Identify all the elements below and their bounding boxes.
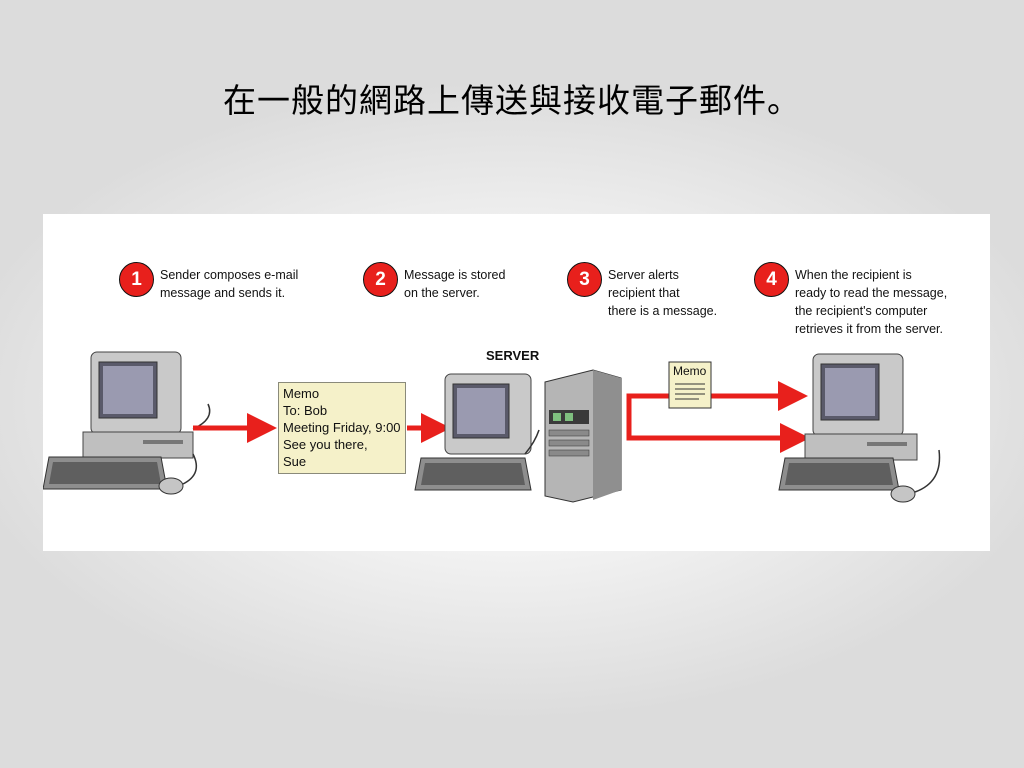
diagram-graphics [43,351,941,503]
memo-line: Memo [283,386,320,401]
email-flow-diagram: 1 Sender composes e-mail message and sen… [43,214,990,551]
server-tower-icon [544,369,622,503]
memo-line: Sue [283,454,307,469]
sender-computer-icon [43,351,211,495]
step-description: Sender composes e-mail message and sends… [160,268,299,300]
memo-line: To: Bob [283,403,328,418]
arrow-server-retrieve [626,423,810,453]
small-memo-label: Memo [673,364,707,378]
slide-title: 在一般的網路上傳送與接收電子郵件。 [223,81,801,120]
recipient-computer-icon [778,353,941,503]
step-badge: 4 [754,262,789,297]
arrow-server-alert [626,381,808,424]
step-badge: 1 [119,262,154,297]
memo-note: Memo To: Bob Meeting Friday, 9:00 See yo… [278,382,406,474]
step-2: 2 Message is stored on the server. [363,262,506,302]
step-1: 1 Sender composes e-mail message and sen… [119,262,299,302]
step-badge: 3 [567,262,602,297]
step-4: 4 When the recipient is ready to read th… [754,262,948,338]
server-computer-icon [414,373,540,491]
step-description: Message is stored on the server. [404,268,506,300]
step-3: 3 Server alerts recipient that there is … [567,262,718,320]
memo-line: See you there, [283,437,368,452]
step-description: When the recipient is ready to read the … [795,268,948,336]
server-label: SERVER [486,348,540,363]
step-badge: 2 [363,262,398,297]
step-description: Server alerts recipient that there is a … [608,268,718,318]
memo-document-icon [668,361,712,409]
memo-line: Meeting Friday, 9:00 [283,420,401,435]
